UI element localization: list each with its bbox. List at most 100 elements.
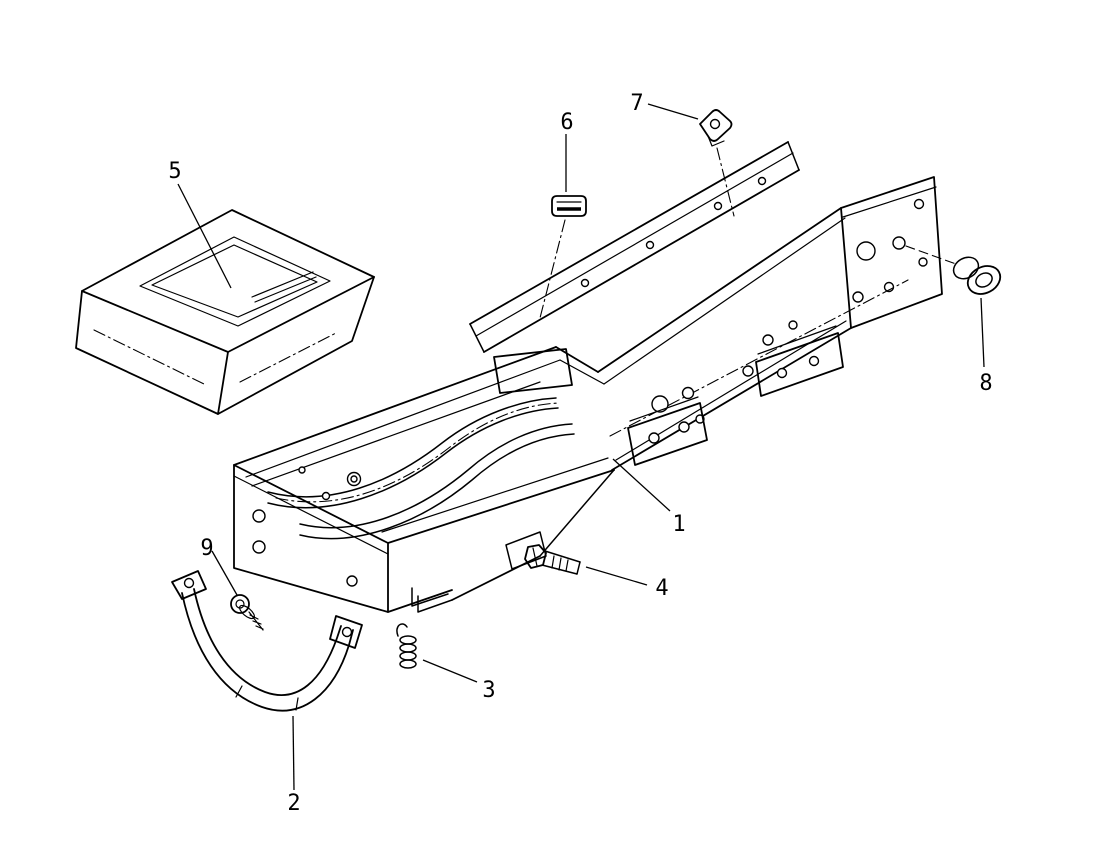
part-spring [396,623,417,669]
callout-2: 2 [287,715,301,816]
hole [913,198,925,210]
strap-right-tab [329,615,363,649]
hole [183,577,195,589]
tub-near-rim [387,469,615,544]
bolt-threads [551,555,569,572]
end-plate-outline [840,176,943,329]
spring-coil [399,635,417,645]
tub-rail-far-top [267,397,557,498]
leader-line-2 [292,715,295,791]
hole [709,118,721,130]
leader-line-7 [647,103,699,120]
back-rail-left-end [469,323,485,353]
hole [762,334,774,346]
hole [252,509,266,523]
nut-inner [350,475,358,483]
leader-line-1 [612,458,671,512]
hole [298,466,306,474]
tub-step-inner [559,359,605,385]
frame-back-rail [469,141,800,353]
tub-near-rim-inner [381,457,609,533]
bushing-bore [975,272,993,288]
hood-slot [251,271,317,303]
hood-skirt-right [217,276,375,415]
bracket-clip-outline [699,109,733,142]
leader-line-5 [177,183,232,289]
bracket-fold [629,396,699,422]
callout-label-1: 1 [672,512,685,537]
part-strap [171,570,363,712]
bracket-fold [757,325,837,355]
hole [776,367,788,379]
hole [580,278,590,288]
bushing-front-face [966,265,1002,295]
assembly-lines [539,147,957,319]
beam-top-flange [603,217,846,385]
spring-coil [399,659,417,669]
frame-end-plate [840,176,943,329]
screw-threads [248,611,264,631]
leader-line-3 [422,659,478,683]
hole [678,421,690,433]
part-bushing [952,256,1002,295]
hole [788,320,798,330]
leader-line-8 [980,297,985,368]
underside-hook-2 [417,595,453,613]
hole [321,491,331,501]
bolt-shank-top [544,550,581,563]
bolt-mount-tab [505,531,547,570]
back-rail-mid-edge [475,152,794,337]
hole [892,236,906,250]
strap-bend-mark [235,685,299,711]
callout-5: 5 [168,159,232,289]
callout-label-9: 9 [200,536,213,561]
part-bolt [524,544,581,575]
tub-back-rim [233,346,557,466]
tub-step-top [555,346,599,373]
callouts: 1 2 3 4 5 6 7 8 [168,91,992,816]
bracket-outline [627,402,708,466]
hood-opening-outer [139,236,331,327]
back-rail-right-end [787,141,800,171]
strap-inner-curve [193,588,342,696]
hood-opening-inner [151,244,318,318]
callout-label-3: 3 [482,678,495,703]
underside-hook-1 [411,587,449,607]
hole [346,575,358,587]
bushing-rear-rim [952,256,980,280]
hood-centerline-left [93,329,207,386]
callout-label-6: 6 [560,110,573,135]
callout-1: 1 [612,458,686,537]
tub-front-panel-fold [233,475,389,555]
hole [252,540,266,554]
part-clip [551,195,587,217]
spring-coil [399,651,417,661]
hole [341,626,353,638]
strap-outer-curve [181,592,354,712]
screw-head [230,594,250,614]
hole [645,240,655,250]
part-hood [75,209,375,415]
spring-coil [399,643,417,653]
back-rail-bottom-edge [483,169,800,353]
tub-back-rim-inner [245,359,561,478]
tub-rail-far-bottom [267,407,559,509]
bolt-tip [576,561,581,575]
hole [651,395,669,413]
spring-hook [396,623,408,637]
bracket-outline [755,332,844,397]
clip-assembly-line [539,219,566,319]
hood-centerline-right [239,332,337,383]
beam-bottom-edge [611,327,852,471]
callout-label-7: 7 [630,91,643,116]
frame-bracket-mid [627,396,708,466]
hole [681,386,695,400]
callout-3: 3 [422,659,496,703]
callout-6: 6 [560,110,574,192]
hood-skirt-left [75,290,229,415]
callout-label-8: 8 [979,371,992,396]
callout-label-2: 2 [287,791,300,816]
hole [713,201,723,211]
part-screw [230,594,264,631]
bushing-assembly-line [905,245,957,265]
